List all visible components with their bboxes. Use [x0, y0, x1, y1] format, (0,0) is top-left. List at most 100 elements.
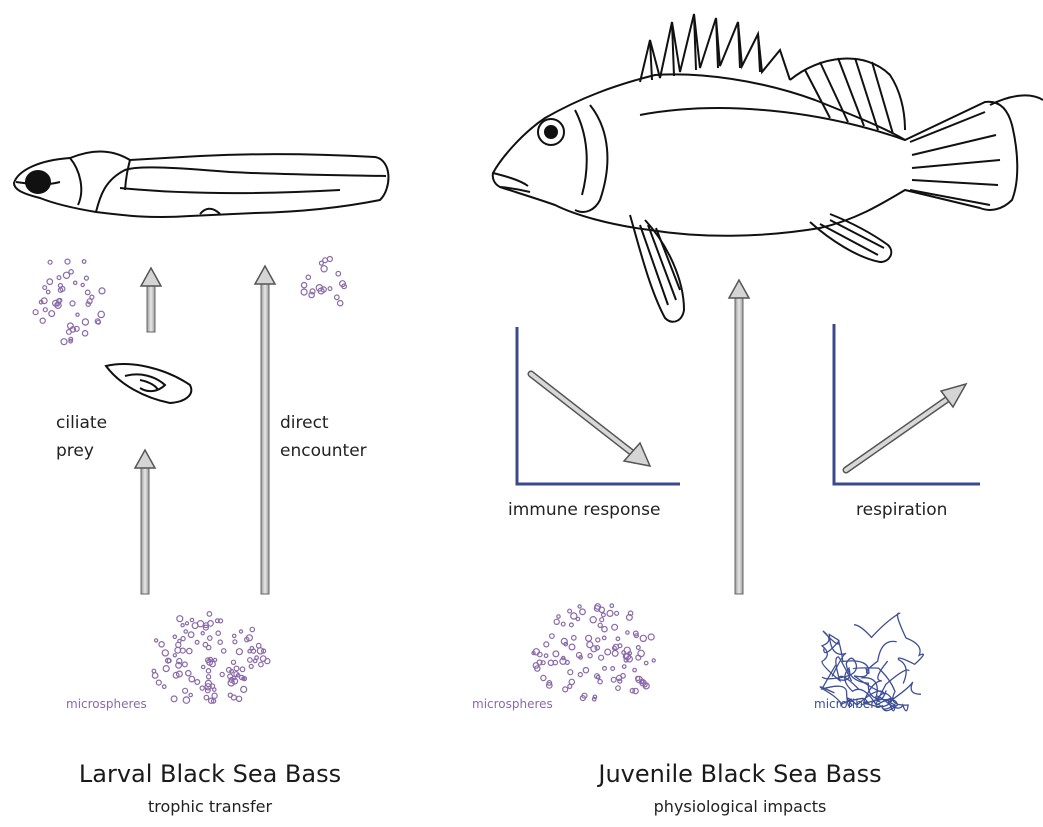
microsphere-cluster-larval-top [33, 259, 105, 345]
microsphere-dot [181, 624, 184, 627]
microsphere-dot [204, 695, 209, 700]
microsphere-dot [190, 618, 193, 621]
microsphere-dot [590, 617, 596, 623]
microsphere-dot [216, 619, 220, 623]
microsphere-dot [248, 658, 253, 663]
microsphere-dot [155, 639, 158, 642]
microsphere-dot [186, 671, 191, 676]
microsphere-dot [206, 669, 210, 673]
microsphere-dot [568, 670, 573, 675]
microsphere-dot [323, 258, 328, 263]
microsphere-dot [189, 676, 195, 682]
microsphere-dot [553, 651, 559, 657]
microsphere-dot [301, 283, 306, 288]
microsphere-dot [640, 635, 646, 641]
microsphere-dot [185, 622, 188, 625]
microsphere-dot [572, 636, 577, 641]
microsphere-dot [636, 646, 640, 650]
ciliate-icon [106, 364, 191, 403]
microsphere-dot [200, 686, 204, 690]
microfibers-label: microfibers [814, 697, 881, 711]
microsphere-dot [49, 311, 55, 317]
microsphere-dot [218, 640, 222, 644]
microsphere-dot [602, 627, 607, 632]
microsphere-dot [162, 685, 166, 689]
microsphere-dot [644, 661, 648, 665]
microsphere-dot [541, 675, 546, 680]
microsphere-dot [152, 673, 158, 679]
microsphere-dot [648, 634, 654, 640]
arrow-juvenile-exposure [729, 280, 749, 594]
microsphere-dot [554, 619, 559, 624]
microsphere-dot [336, 271, 341, 276]
microsphere-dot [596, 638, 600, 642]
microsphere-dot [171, 696, 177, 702]
direct-label-line1: direct [280, 410, 329, 436]
juvenile-subtitle: physiological impacts [560, 797, 920, 816]
microsphere-dot [237, 696, 242, 701]
microsphere-dot [195, 680, 200, 685]
microsphere-dot [602, 613, 606, 617]
prey-label-line1: ciliate [56, 410, 107, 436]
arrow-microspheres-to-prey [135, 450, 155, 594]
microsphere-dot [327, 257, 332, 262]
microsphere-dot [616, 637, 620, 641]
microsphere-dot [571, 613, 577, 619]
prey-label-line2: prey [56, 438, 94, 464]
microsphere-dot [84, 276, 88, 280]
microsphere-dot [610, 604, 614, 608]
microsphere-dot [231, 660, 235, 664]
microsphere-dot [47, 279, 53, 285]
immune-graph [517, 327, 680, 484]
arrow-prey-to-larva [141, 268, 161, 332]
microsphere-dot [183, 662, 188, 667]
microsphere-dot [612, 624, 618, 630]
microsphere-dot [602, 636, 606, 640]
microsphere-dot [63, 272, 69, 278]
microsphere-dot [208, 621, 214, 627]
larval-subtitle: trophic transfer [60, 797, 360, 816]
microsphere-dot [192, 623, 198, 629]
microsphere-dot [48, 260, 52, 264]
microsphere-cluster-larval-bottom [152, 612, 270, 704]
microsphere-cluster-juvenile [532, 604, 655, 701]
microsphere-dot [82, 331, 87, 336]
microsphere-dot [207, 675, 211, 679]
microspheres-label-juvenile: microspheres [472, 697, 553, 711]
microsphere-dot [57, 276, 61, 280]
microsphere-dot [70, 301, 75, 306]
microsphere-dot [578, 673, 582, 677]
microfiber-strand [822, 658, 892, 700]
microsphere-dot [43, 286, 47, 290]
microsphere-dot [249, 664, 253, 668]
microsphere-dot [259, 662, 264, 667]
microsphere-dot [156, 680, 161, 685]
microsphere-dot [222, 649, 226, 653]
microsphere-dot [241, 686, 247, 692]
microsphere-dot [239, 630, 242, 633]
microsphere-dot [598, 680, 602, 684]
microsphere-dot [321, 266, 327, 272]
juvenile-fish-icon [493, 14, 1043, 322]
microsphere-dot [561, 622, 565, 626]
microsphere-dot [195, 640, 199, 644]
microsphere-dot [76, 313, 79, 316]
microsphere-dot [588, 654, 592, 658]
microsphere-dot [201, 632, 204, 635]
microsphere-dot [250, 627, 254, 631]
microsphere-dot [65, 259, 70, 264]
microsphere-dot [557, 615, 560, 618]
microsphere-dot [159, 642, 164, 647]
respiration-trend-arrow [846, 384, 966, 470]
microfiber-strand [854, 613, 923, 683]
microsphere-dot [181, 637, 185, 641]
microsphere-dot [253, 659, 257, 663]
microsphere-dot [626, 631, 629, 634]
microsphere-dot [74, 281, 77, 284]
microsphere-dot [207, 612, 212, 617]
microsphere-dot [220, 672, 224, 676]
direct-label-line2: encounter [280, 438, 367, 464]
arrows [135, 266, 749, 594]
microsphere-dot [544, 642, 549, 647]
microsphere-dot [599, 655, 604, 660]
